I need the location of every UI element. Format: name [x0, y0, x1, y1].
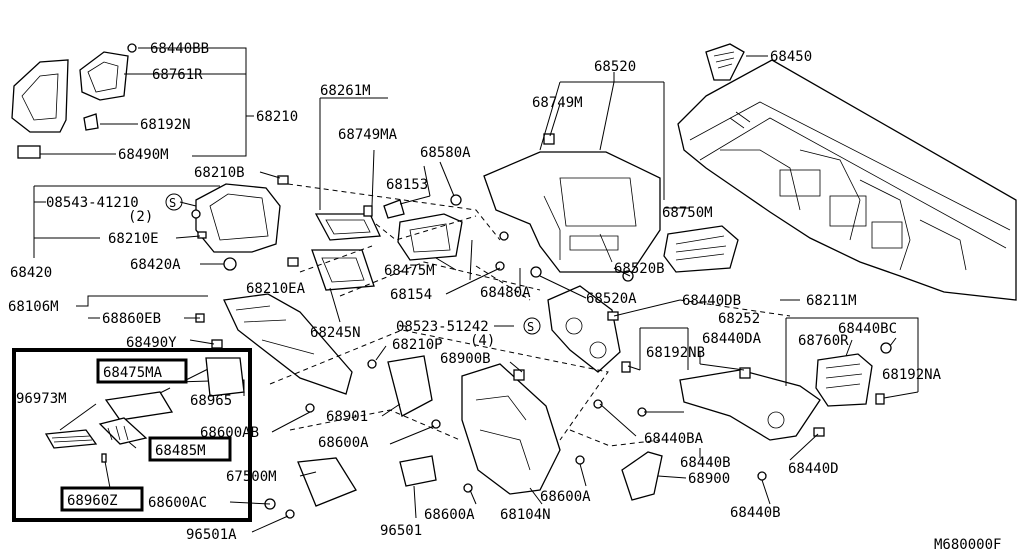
label-68153: 68153	[386, 177, 428, 193]
callout-box-68960Z	[60, 486, 144, 512]
right-vent-drawing	[815, 353, 873, 407]
label-68245N: 68245N	[310, 325, 361, 341]
label-68440B-2: 68440B	[730, 505, 781, 521]
label-68490Y: 68490Y	[126, 335, 177, 351]
label-68900: 68900	[688, 471, 730, 487]
fasteners-drawing	[127, 43, 892, 519]
label-68475MA: 68475MA	[103, 365, 163, 381]
meter-finisher-drawing	[195, 183, 281, 271]
label-68475M: 68475M	[384, 263, 435, 279]
label-68520B: 68520B	[614, 261, 665, 277]
label-08543-qty: (2)	[128, 209, 153, 225]
label-68420: 68420	[10, 265, 52, 281]
label-68440BA: 68440BA	[644, 431, 704, 447]
label-68860EB: 68860EB	[102, 311, 161, 327]
label-68490M: 68490M	[118, 147, 169, 163]
label-68600AB: 68600AB	[200, 425, 259, 441]
screw-symbol-1-letter: S	[169, 196, 176, 210]
highlight-group-frame	[12, 348, 252, 522]
assembly-dash-lines	[269, 183, 791, 447]
label-68440B-1: 68440B	[680, 455, 731, 471]
label-68106M: 68106M	[8, 299, 59, 315]
center-vent-drawing	[663, 225, 739, 273]
leader-lines	[33, 47, 919, 533]
label-68440DA: 68440DA	[702, 331, 762, 347]
label-68211M: 68211M	[806, 293, 857, 309]
label-68749MA: 68749MA	[338, 127, 398, 143]
defroster-grille-drawing	[705, 43, 745, 81]
pocket-drawing	[383, 199, 463, 261]
label-68210EA: 68210EA	[246, 281, 306, 297]
label-68901: 68901	[326, 409, 368, 425]
label-68450: 68450	[770, 49, 812, 65]
lower-panel-drawing	[223, 293, 353, 395]
label-68580A: 68580A	[420, 145, 471, 161]
label-68192N: 68192N	[140, 117, 191, 133]
label-68480A: 68480A	[480, 285, 531, 301]
label-08523-51242: 08523-51242	[396, 319, 489, 335]
label-96501: 96501	[380, 523, 422, 539]
label-68261M: 68261M	[320, 83, 371, 99]
label-68192NB: 68192NB	[646, 345, 705, 361]
dashboard-panel-drawing	[677, 59, 1017, 301]
diagram-code: M680000F	[934, 537, 1001, 553]
label-68900B: 68900B	[440, 351, 491, 367]
label-68104N: 68104N	[500, 507, 551, 523]
label-68600A-1: 68600A	[318, 435, 369, 451]
label-68600A-3: 68600A	[424, 507, 475, 523]
label-68192NA: 68192NA	[882, 367, 942, 383]
center-lower-cover-drawing	[461, 363, 561, 495]
label-68154: 68154	[390, 287, 432, 303]
label-68210: 68210	[256, 109, 298, 125]
right-side-panel-drawing	[679, 369, 821, 441]
cluster-hood-drawing	[483, 151, 661, 273]
label-68440BB: 68440BB	[150, 41, 209, 57]
label-68210P: 68210P	[392, 337, 443, 353]
label-68960Z: 68960Z	[67, 493, 118, 509]
label-68600A-2: 68600A	[540, 489, 591, 505]
label-96973M: 96973M	[16, 391, 67, 407]
label-96501A: 96501A	[186, 527, 237, 543]
label-68749M: 68749M	[532, 95, 583, 111]
label-68420A: 68420A	[130, 257, 181, 273]
switch-bezels-drawing	[311, 213, 381, 291]
label-68760R: 68760R	[798, 333, 849, 349]
label-68485M: 68485M	[155, 443, 206, 459]
screw-symbol-1	[165, 193, 183, 211]
label-68252: 68252	[718, 311, 760, 327]
center-face-drawing	[547, 285, 621, 373]
label-08523-qty: (4)	[470, 333, 495, 349]
screw-symbol-2-letter: S	[527, 320, 534, 334]
label-68210B: 68210B	[194, 165, 245, 181]
label-68440BC: 68440BC	[838, 321, 897, 337]
label-68750M: 68750M	[662, 205, 713, 221]
label-68440D: 68440D	[788, 461, 839, 477]
part-labels: 68440BB 68761R 68210 68192N 68490M 68261…	[8, 41, 1001, 553]
callout-box-68475MA	[96, 358, 188, 384]
screw-symbol-2	[523, 317, 541, 335]
label-68440DB: 68440DB	[682, 293, 741, 309]
label-67500M: 67500M	[226, 469, 277, 485]
label-08543-41210: 08543-41210	[46, 195, 139, 211]
left-side-panel-drawing	[11, 51, 129, 159]
lid-drawing	[297, 457, 357, 507]
highlight-group-drawing	[44, 357, 245, 463]
label-68210E: 68210E	[108, 231, 159, 247]
callout-box-68485M	[148, 436, 232, 462]
label-68600AC: 68600AC	[148, 495, 207, 511]
label-68520A: 68520A	[586, 291, 637, 307]
label-68965: 68965	[190, 393, 232, 409]
glove-box-drawing	[387, 355, 437, 487]
label-68520: 68520	[594, 59, 636, 75]
knee-protector-drawing	[621, 451, 663, 501]
label-68761R: 68761R	[152, 67, 203, 83]
